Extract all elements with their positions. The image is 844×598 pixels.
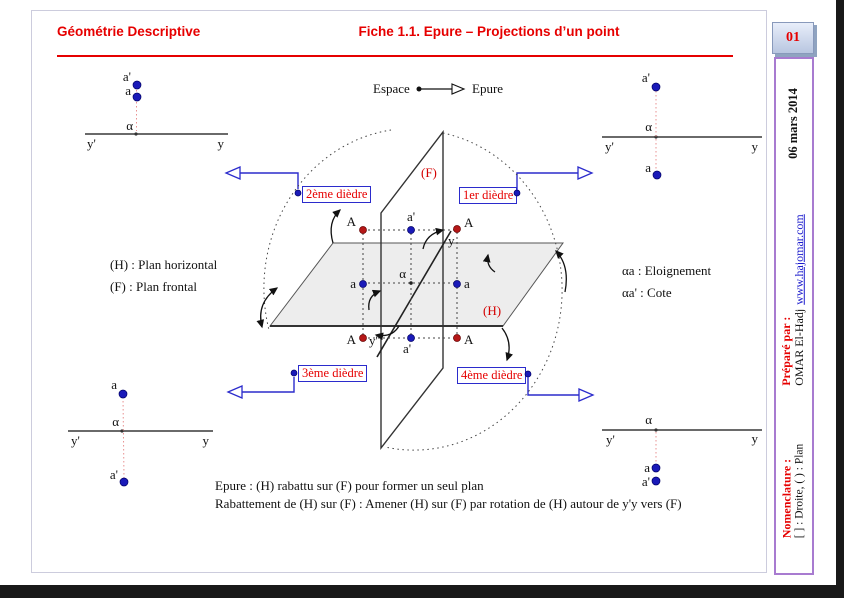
legend-eloignement: αa : Eloignement — [622, 263, 712, 278]
axis-label: y' — [606, 432, 615, 447]
A-label: A — [347, 214, 357, 229]
a-prime-label: a' — [403, 341, 411, 356]
content-frame — [31, 10, 767, 573]
point-a — [132, 92, 142, 102]
point-a-left — [359, 280, 367, 288]
a-label: a — [350, 276, 356, 291]
left-arrow-icon — [226, 385, 243, 399]
connector-dot — [524, 370, 532, 378]
legend-cote: αa' : Cote — [622, 285, 672, 300]
epure-top-left: y' y α a' a — [85, 69, 228, 151]
point-a-prime — [132, 80, 142, 90]
left-arrow-icon — [224, 166, 241, 180]
a-prime-label: a' — [110, 467, 118, 482]
a-label: a — [464, 276, 470, 291]
epure-bottom-right: y' y α a a' — [602, 412, 762, 489]
alpha-label: α — [112, 414, 119, 429]
central-figure: (F) (H) A a' A y a α a A y' a' A — [256, 129, 567, 451]
axis-yy — [376, 230, 452, 358]
legend-f-definition: (F) : Plan frontal — [110, 279, 198, 294]
header-left-title: Géométrie Descriptive — [57, 24, 201, 39]
alpha-label: α — [645, 119, 652, 134]
alpha-label: α — [645, 412, 652, 427]
sidebar — [774, 57, 814, 575]
a-prime-label: a' — [642, 474, 650, 489]
axis-label: y' — [605, 139, 614, 154]
footer-line-2: Rabattement de (H) sur (F) : Amener (H) … — [215, 496, 682, 511]
A-label: A — [347, 332, 357, 347]
alpha-label: α — [399, 266, 406, 281]
right-edge-bar — [836, 0, 844, 585]
axis-label: y — [752, 139, 759, 154]
bottom-edge-bar — [0, 585, 844, 598]
plane-h-label: (H) — [483, 303, 501, 318]
a-label: a — [644, 460, 650, 475]
right-arrow-icon — [578, 388, 595, 402]
a-prime-label: a' — [642, 70, 650, 85]
connector-4eme-diedre — [524, 370, 595, 402]
page-number: 01 — [786, 30, 800, 45]
connector-dot — [513, 189, 521, 197]
point-a — [652, 170, 662, 180]
A-label: A — [464, 215, 474, 230]
axis-label: y — [218, 136, 225, 151]
a-label: a — [111, 377, 117, 392]
espace-label: Espace — [373, 81, 410, 96]
alpha-point — [134, 132, 138, 136]
point-a-right — [453, 280, 461, 288]
connector-3eme-diedre — [226, 369, 298, 399]
axis-label: y' — [71, 433, 80, 448]
right-arrow-icon — [577, 166, 594, 180]
epure-label: Epure — [472, 81, 503, 96]
label-2eme-diedre: 2ème dièdre — [302, 186, 372, 203]
axis-label: y — [203, 433, 210, 448]
label-4eme-diedre: 4ème dièdre — [457, 367, 527, 384]
footer-line-1: Epure : (H) rabattu sur (F) pour former … — [215, 478, 484, 493]
connector-dot — [294, 189, 302, 197]
A-label: A — [464, 332, 474, 347]
y-label: y — [448, 233, 455, 248]
label-3eme-diedre: 3ème dièdre — [298, 365, 368, 382]
page-number-badge: 01 — [772, 22, 814, 54]
plane-h — [268, 242, 564, 327]
epure-top-right: y' y α a' a — [602, 70, 762, 180]
y-prime-label: y' — [369, 333, 378, 348]
point-a — [651, 463, 661, 473]
point-a-prime — [119, 477, 129, 487]
point-alpha — [409, 281, 413, 285]
point-a-prime — [651, 82, 661, 92]
point-a-prime-upper — [407, 226, 415, 234]
alpha-point — [654, 135, 658, 139]
point-a-prime — [651, 476, 661, 486]
point-A-lower-right — [453, 334, 461, 342]
header-rule — [57, 55, 733, 57]
alpha-point — [654, 428, 658, 432]
header-center-title: Fiche 1.1. Epure – Projections d’un poin… — [358, 24, 620, 39]
connector-1er-diedre — [513, 166, 594, 197]
connector-dot — [290, 369, 298, 377]
legend-h-definition: (H) : Plan horizontal — [110, 257, 218, 272]
plane-f — [380, 129, 444, 451]
a-label: a — [645, 160, 651, 175]
connector-2eme-diedre — [224, 166, 302, 197]
axis-label: y' — [87, 136, 96, 151]
alpha-point — [120, 429, 124, 433]
point-a — [118, 389, 128, 399]
rotation-arcs — [263, 129, 563, 451]
axis-label: y — [752, 431, 759, 446]
a-label: a — [125, 83, 131, 98]
space-epure-legend: Espace Epure — [373, 81, 503, 96]
alpha-label: α — [126, 118, 133, 133]
point-A-lower-left — [359, 334, 367, 342]
space-dot — [416, 86, 422, 92]
point-A-upper-left — [359, 226, 367, 234]
a-prime-label: a' — [407, 209, 415, 224]
point-A-upper-right — [453, 225, 461, 233]
epure-bottom-left: y' y α a a' — [68, 377, 213, 487]
point-a-prime-lower — [407, 334, 415, 342]
a-prime-label: a' — [123, 69, 131, 84]
epure-arrow-icon — [451, 83, 466, 95]
plane-f-label: (F) — [421, 165, 437, 180]
